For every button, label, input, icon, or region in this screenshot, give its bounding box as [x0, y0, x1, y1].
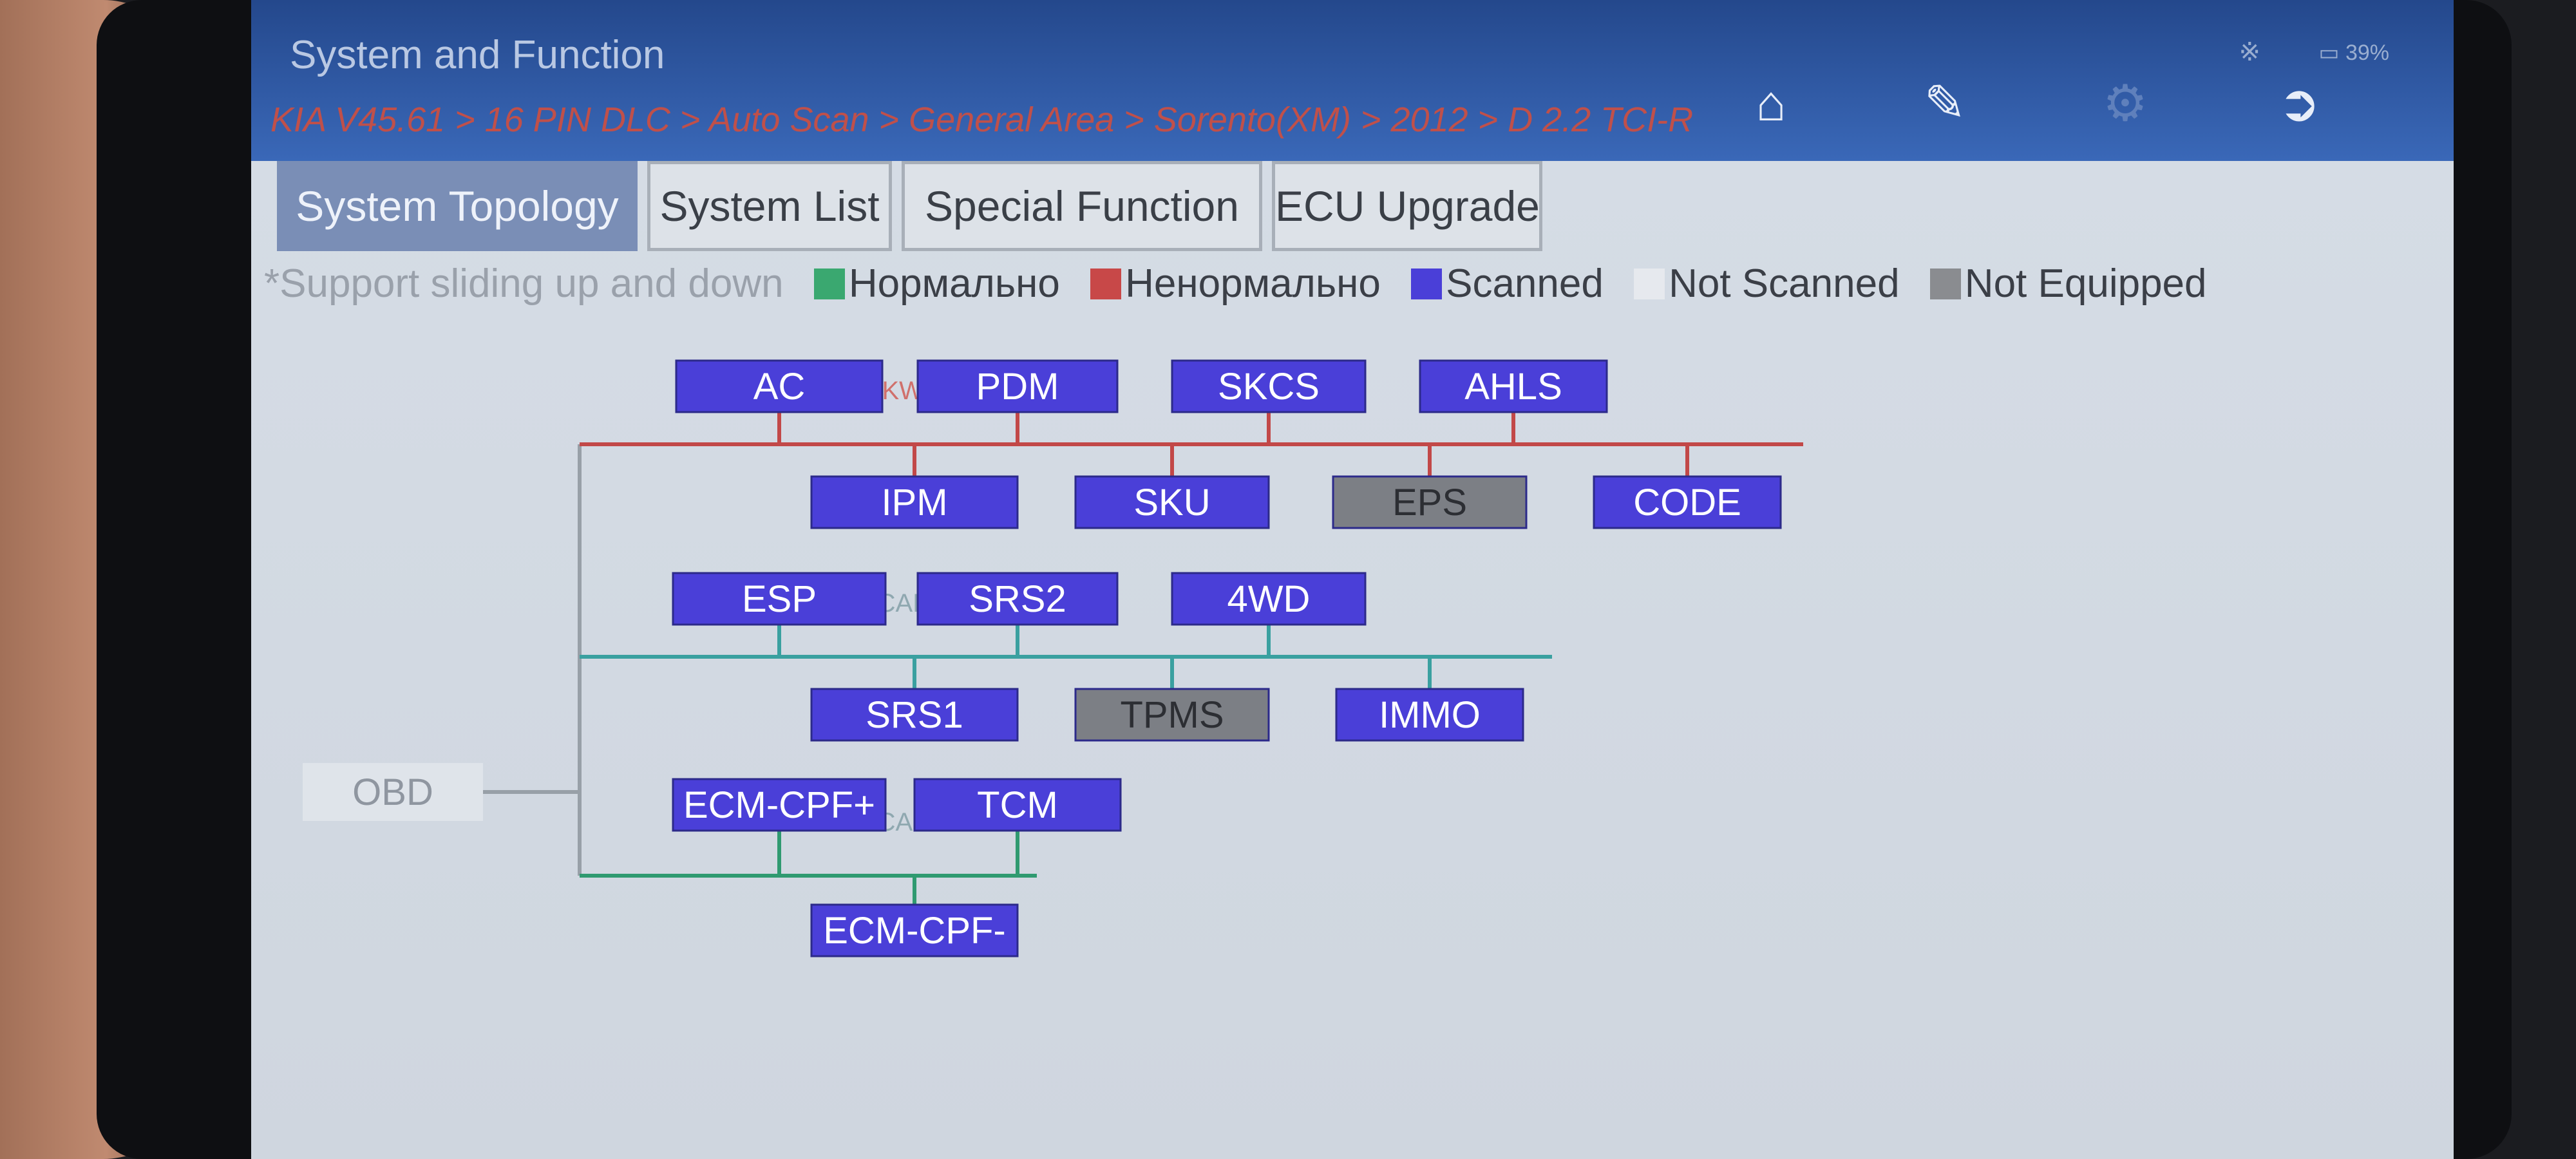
legend-scanned-label: Scanned: [1446, 261, 1604, 306]
home-icon[interactable]: ⌂: [1756, 75, 1786, 131]
legend-not-equipped-swatch: [1929, 269, 1961, 299]
tab-system-topology[interactable]: System Topology: [277, 161, 638, 251]
module-label: ECM-CPF-: [823, 910, 1006, 952]
module-tpms[interactable]: TPMS: [1074, 688, 1270, 742]
module-pdm[interactable]: PDM: [916, 359, 1119, 413]
legend: *Support sliding up and down Нормально Н…: [264, 261, 2207, 306]
module-ac[interactable]: AC: [675, 359, 884, 413]
module-label: AHLS: [1464, 366, 1562, 408]
module-label: TPMS: [1120, 694, 1224, 736]
module-srs1[interactable]: SRS1: [810, 688, 1019, 742]
module-tcm[interactable]: TCM: [913, 778, 1122, 832]
module-sku[interactable]: SKU: [1074, 475, 1270, 529]
legend-normal-swatch: [813, 269, 845, 299]
legend-scanned-swatch: [1411, 269, 1443, 299]
tablet-screen: System and Function ※ ▭ 39% ⌂ ✎ ⚙ ➲ KIA …: [251, 0, 2454, 1159]
module-ecm-cpf[interactable]: ECM-CPF+: [672, 778, 887, 832]
module-label: ESP: [742, 578, 817, 620]
module-label: AC: [753, 366, 806, 408]
battery-level: 39%: [2345, 41, 2389, 65]
legend-not-scanned-label: Not Scanned: [1669, 261, 1900, 306]
module-4wd[interactable]: 4WD: [1171, 572, 1367, 626]
obd-node: OBD: [303, 763, 483, 821]
obd-label: OBD: [352, 771, 433, 813]
module-label: IMMO: [1379, 694, 1481, 736]
module-skcs[interactable]: SKCS: [1171, 359, 1367, 413]
legend-not-equipped-label: Not Equipped: [1964, 261, 2207, 306]
scroll-hint: *Support sliding up and down: [264, 261, 784, 306]
tab-system-list[interactable]: System List: [647, 161, 892, 251]
window-title: System and Function: [290, 33, 665, 77]
module-label: PDM: [976, 366, 1059, 408]
module-label: SKU: [1133, 482, 1210, 523]
module-label: SRS1: [866, 694, 963, 736]
tab-special-function[interactable]: Special Function: [902, 161, 1262, 251]
legend-normal-label: Нормально: [848, 261, 1060, 306]
module-label: IPM: [881, 482, 947, 523]
tab-ecu-upgrade[interactable]: ECU Upgrade: [1272, 161, 1542, 251]
module-srs2[interactable]: SRS2: [916, 572, 1119, 626]
module-code[interactable]: CODE: [1593, 475, 1782, 529]
bluetooth-icon: ※: [2239, 38, 2260, 66]
settings-icon[interactable]: ⚙: [2103, 75, 2148, 131]
module-label: ECM-CPF+: [683, 784, 875, 826]
module-label: TCM: [977, 784, 1058, 826]
module-eps[interactable]: EPS: [1332, 475, 1528, 529]
legend-not-scanned-swatch: [1634, 269, 1665, 299]
module-label: EPS: [1392, 482, 1467, 523]
module-ipm[interactable]: IPM: [810, 475, 1019, 529]
module-ecm-cpf[interactable]: ECM-CPF-: [810, 903, 1019, 957]
module-label: SRS2: [969, 578, 1066, 620]
module-immo[interactable]: IMMO: [1335, 688, 1524, 742]
battery-indicator: ▭ 39%: [2318, 41, 2389, 65]
title-bar: System and Function ※ ▭ 39% ⌂ ✎ ⚙ ➲ KIA …: [251, 0, 2454, 161]
exit-icon[interactable]: ➲: [2278, 75, 2320, 131]
module-label: CODE: [1633, 482, 1741, 523]
module-label: 4WD: [1227, 578, 1311, 620]
breadcrumb: KIA V45.61 > 16 PIN DLC > Auto Scan > Ge…: [270, 100, 1694, 139]
module-esp[interactable]: ESP: [672, 572, 887, 626]
module-ahls[interactable]: AHLS: [1419, 359, 1608, 413]
legend-abnormal-label: Ненормально: [1125, 261, 1381, 306]
edit-icon[interactable]: ✎: [1924, 75, 1966, 131]
legend-abnormal-swatch: [1090, 269, 1122, 299]
module-label: SKCS: [1218, 366, 1320, 408]
